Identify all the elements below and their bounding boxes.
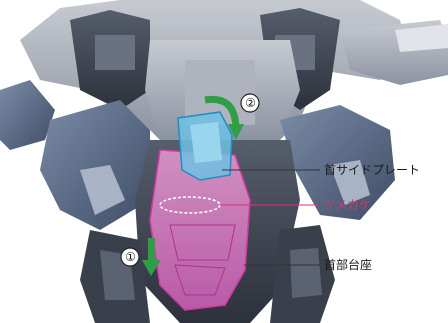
neck-side-plate-label: 首サイドプレート (324, 163, 421, 177)
claw-catch-label: ツメカケ (323, 198, 372, 212)
step2-number: ② (245, 96, 256, 110)
step2-rotate-arrow (204, 95, 244, 140)
step1-badge (120, 247, 140, 267)
step1-down-arrow (142, 238, 161, 276)
step2-badge (240, 93, 260, 113)
neck-side-plate-highlight (177, 111, 233, 181)
step1-number: ① (125, 250, 136, 264)
neck-base-label: 首部台座 (324, 258, 373, 272)
